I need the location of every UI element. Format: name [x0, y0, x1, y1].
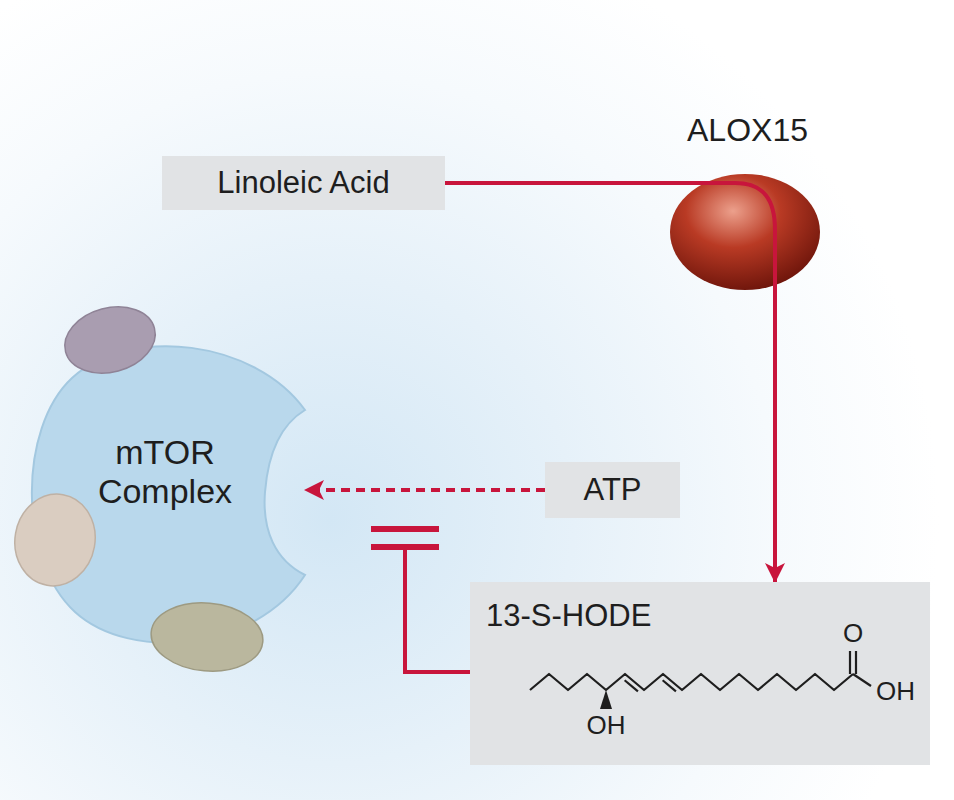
node-label: ATP: [570, 472, 656, 508]
enzyme-node: ALOX15: [660, 108, 835, 295]
subunit: [57, 297, 162, 383]
carbonyl-bond: [850, 651, 856, 674]
connector-group: [371, 529, 470, 672]
pathway-line: [660, 183, 775, 295]
double-bond: [663, 680, 676, 691]
wedge-bond: [600, 690, 612, 709]
subunit: [148, 598, 266, 676]
complex-body: [32, 346, 305, 643]
inhibition-line: [405, 547, 470, 672]
enzyme-body: [670, 174, 820, 290]
node-label: ALOX15: [660, 108, 835, 149]
connector-group: [775, 295, 776, 582]
node-label: mTOR Complex: [65, 433, 265, 511]
node-label: Linoleic Acid: [203, 165, 403, 201]
connector-group: [445, 183, 660, 184]
hydroxyl-bond: [853, 674, 871, 686]
cofactor-box: ATP: [545, 462, 680, 518]
arrow-line: [445, 181, 660, 185]
double-bond: [625, 680, 638, 691]
arrow-line: [773, 295, 777, 582]
inhibition-bar: [371, 529, 439, 547]
substrate-box: Linoleic Acid: [162, 156, 445, 210]
connector-group: [305, 490, 545, 491]
arrow-line: [305, 488, 545, 492]
subunit: [8, 488, 103, 592]
carbon-chain: [530, 674, 853, 690]
complex-node: mTOR Complex: [10, 300, 350, 680]
node-label: 13-S-HODE: [486, 598, 651, 634]
